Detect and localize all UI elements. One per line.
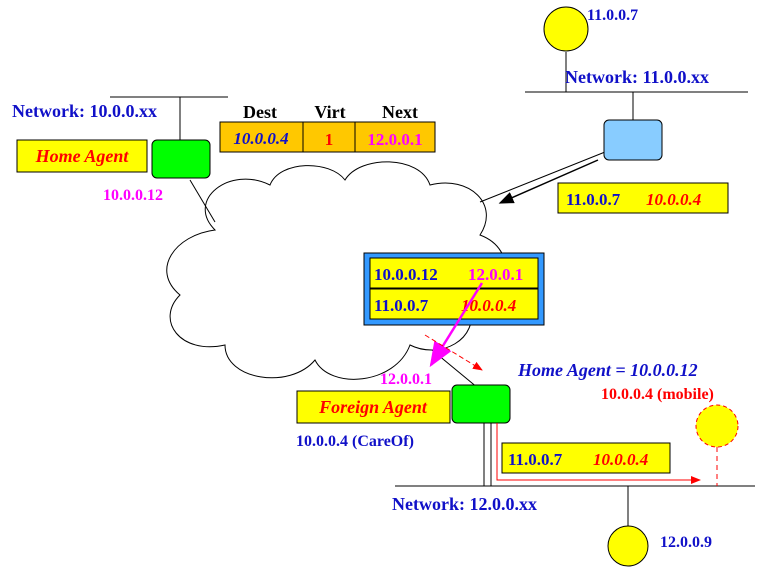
foreign-agent-router [451,384,511,424]
binding-header-dest: Dest [243,102,277,122]
binding-cell-next [354,121,436,153]
network-12-label: Network: 12.0.0.xx [392,494,537,514]
binding-value-dest: 10.0.0.4 [233,129,288,148]
host-11-node [543,6,589,52]
foreign-agent-label-box [296,390,451,424]
home-agent-annotation: Home Agent = 10.0.0.12 [517,360,698,380]
original-packet-dst: 10.0.0.4 [646,190,701,209]
host-12-label: 12.0.0.9 [660,534,712,551]
tunnel-inner-packet [369,288,539,320]
network-11-router [603,119,663,161]
mobile-node [695,404,739,448]
tunnel-outer-dst: 12.0.0.1 [468,265,523,284]
original-packet-src: 11.0.0.7 [566,190,621,209]
tunnel-outer-header [369,257,539,289]
host-11-label: 11.0.0.7 [587,7,638,24]
delivered-packet-box [501,442,671,474]
delivery-red-arrow [496,423,701,484]
tunnel-inner-src: 11.0.0.7 [374,296,429,315]
binding-header-next: Next [382,102,418,122]
foreign-agent-address: 12.0.0.1 [380,371,432,388]
tunnel-magenta-arrow [429,282,484,368]
tunnel-inner-dst: 10.0.0.4 [461,296,516,315]
network-10-label: Network: 10.0.0.xx [12,101,157,121]
mobile-label: 10.0.0.4 (mobile) [601,386,714,403]
network-11-label: Network: 11.0.0.xx [565,67,709,87]
delivered-packet-src: 11.0.0.7 [508,450,563,469]
delivered-packet-dst: 10.0.0.4 [593,450,648,469]
home-agent-cloud-link [189,179,216,223]
host-12-node [607,525,649,567]
home-agent-label-box [16,139,148,173]
incoming-packet-arrow [498,159,599,204]
binding-value-virt: 1 [325,130,334,149]
binding-value-next: 12.0.0.1 [367,130,422,149]
foreign-agent-cloud-link [431,349,479,389]
original-packet-box [557,182,729,214]
tunnel-red-arrow [424,334,483,371]
foreign-agent-careof: 10.0.0.4 (CareOf) [296,433,414,450]
home-agent-router [151,139,211,179]
foreign-agent-label: Foreign Agent [318,397,428,417]
binding-header-virt: Virt [314,102,345,122]
home-agent-label: Home Agent [35,146,130,166]
tunnel-outer-src: 10.0.0.12 [374,265,438,284]
home-agent-address: 10.0.0.12 [103,187,163,204]
